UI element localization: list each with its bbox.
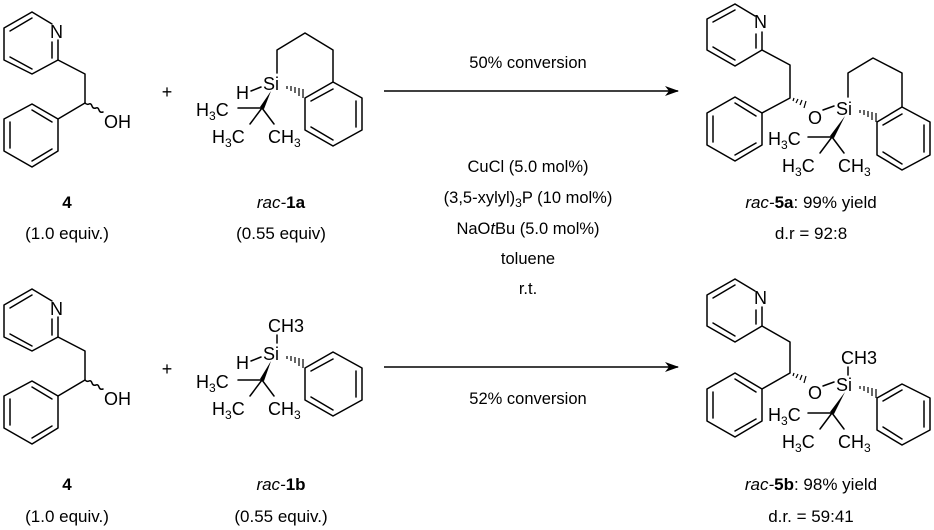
tbu-methyl-bottom-left: H3C bbox=[782, 156, 815, 179]
condition-solvent: toluene bbox=[501, 250, 555, 268]
phenyl-ring bbox=[3, 103, 59, 168]
tbu-methyl-bottom-left: H3C bbox=[212, 399, 245, 422]
compound-1a-structure: Si H H3C H3C CH3 bbox=[196, 32, 363, 150]
conversion-label-1: 50% conversion bbox=[469, 54, 586, 72]
tbu-bonds bbox=[807, 412, 845, 430]
o-si-bond bbox=[822, 381, 835, 387]
compound-1a-label: rac-1a bbox=[257, 193, 306, 212]
compound-5a-yield-label: rac-5a: 99% yield bbox=[745, 193, 876, 212]
pyridine-ring: N bbox=[3, 288, 63, 352]
pyridine-ring: N bbox=[3, 11, 63, 75]
phenyl-ring bbox=[304, 351, 363, 417]
condition-catalyst: CuCl (5.0 mol%) bbox=[467, 158, 588, 176]
condition-base: NaOtBu (5.0 mol%) bbox=[456, 220, 599, 238]
silicon-atom: Si bbox=[836, 375, 852, 395]
compound-5b-structure: N O Si CH3 H3C H3C CH3 bbox=[706, 278, 931, 455]
oxygen-atom: O bbox=[808, 383, 822, 403]
hydrogen-atom: H bbox=[236, 83, 249, 103]
wedge-bond bbox=[260, 361, 271, 381]
alkyl-chain-bonds bbox=[761, 49, 791, 114]
compound-4-structure-2: N OH bbox=[3, 288, 131, 445]
pyridine-ring: N bbox=[706, 278, 767, 343]
wedge-bond bbox=[830, 116, 845, 138]
compound-5b-yield-label: rac-5b: 98% yield bbox=[745, 475, 877, 494]
wedge-bond bbox=[830, 392, 845, 414]
oxygen-atom: O bbox=[808, 108, 822, 128]
reaction-conditions: CuCl (5.0 mol%) (3,5-xylyl)3P (10 mol%) … bbox=[444, 158, 613, 298]
tbu-bonds bbox=[237, 379, 275, 397]
plus-sign: + bbox=[162, 82, 173, 102]
nitrogen-atom: N bbox=[754, 288, 767, 308]
phenyl-ring bbox=[706, 96, 763, 162]
alkyl-chain-bonds bbox=[57, 336, 86, 397]
hashed-bond-si-ar bbox=[859, 386, 877, 398]
plus-sign-2: + bbox=[162, 359, 173, 379]
hydrogen-atom: H bbox=[236, 353, 249, 373]
compound-4-label-2: 4 bbox=[62, 475, 72, 494]
tbu-methyl-bottom-right: CH3 bbox=[838, 156, 871, 179]
phenyl-ring bbox=[706, 372, 763, 438]
si-h-bond bbox=[250, 356, 262, 362]
compound-4-equiv-2: (1.0 equiv.) bbox=[25, 507, 109, 526]
silacycle-bonds bbox=[847, 57, 903, 108]
tbu-methyl-left: H3C bbox=[768, 129, 801, 152]
tbu-methyl-bottom-left: H3C bbox=[212, 127, 245, 150]
tbu-methyl-left: H3C bbox=[196, 372, 229, 395]
compound-5a-structure: N O Si H3C H3C CH3 bbox=[706, 3, 931, 179]
hashed-bond bbox=[286, 86, 304, 98]
nitrogen-atom: N bbox=[754, 12, 767, 32]
methyl-group: CH3 bbox=[841, 348, 877, 368]
si-h-bond bbox=[250, 86, 262, 92]
pyridine-ring: N bbox=[706, 3, 767, 67]
compound-5a-dr: d.r = 92:8 bbox=[775, 224, 847, 243]
wavy-bond bbox=[84, 379, 104, 390]
tbu-methyl-bottom-left: H3C bbox=[782, 432, 815, 455]
tbu-methyl-left: H3C bbox=[768, 405, 801, 428]
wedge-bond bbox=[260, 91, 271, 109]
wavy-bond bbox=[84, 102, 104, 113]
tbu-methyl-bottom-right: CH3 bbox=[268, 399, 301, 422]
compound-5b-dr: d.r. = 59:41 bbox=[768, 507, 854, 526]
phenyl-ring-si bbox=[876, 383, 931, 446]
silicon-atom: Si bbox=[263, 344, 279, 364]
o-si-bond bbox=[822, 105, 835, 111]
silacycle-bonds bbox=[276, 32, 334, 83]
condition-temperature: r.t. bbox=[519, 280, 537, 298]
alkyl-chain-bonds bbox=[761, 325, 791, 390]
silicon-atom: Si bbox=[263, 74, 279, 94]
hashed-bond-c-o bbox=[792, 372, 807, 384]
methyl-group: CH3 bbox=[268, 316, 304, 336]
alkyl-chain-bonds bbox=[57, 59, 86, 120]
compound-4-label: 4 bbox=[62, 193, 72, 212]
compound-1b-equiv: (0.55 equiv.) bbox=[234, 507, 327, 526]
condition-ligand: (3,5-xylyl)3P (10 mol%) bbox=[444, 189, 613, 210]
hydroxyl-group: OH bbox=[104, 112, 131, 132]
hydroxyl-group: OH bbox=[104, 389, 131, 409]
compound-4-equiv: (1.0 equiv.) bbox=[25, 224, 109, 243]
hashed-bond-c-o bbox=[792, 97, 807, 109]
benzo-ring bbox=[876, 106, 931, 171]
tbu-methyl-bottom-right: CH3 bbox=[268, 127, 301, 150]
conversion-label-2: 52% conversion bbox=[469, 390, 586, 408]
compound-1a-equiv: (0.55 equiv) bbox=[236, 224, 326, 243]
phenyl-ring bbox=[3, 380, 59, 445]
compound-1b-structure: CH3 Si H H3C H3C CH3 bbox=[196, 316, 363, 422]
hashed-bond bbox=[286, 356, 304, 368]
tbu-bonds bbox=[237, 107, 275, 125]
nitrogen-atom: N bbox=[50, 22, 63, 42]
tbu-methyl-left: H3C bbox=[196, 100, 229, 123]
tbu-methyl-bottom-right: CH3 bbox=[838, 432, 871, 455]
hashed-bond-si-ar bbox=[859, 110, 877, 122]
silicon-atom: Si bbox=[836, 99, 852, 119]
compound-4-structure: N OH bbox=[3, 11, 131, 168]
nitrogen-atom: N bbox=[50, 299, 63, 319]
compound-1b-label: rac-1b bbox=[256, 475, 305, 494]
tbu-bonds bbox=[807, 136, 845, 154]
benzo-ring bbox=[304, 81, 363, 147]
